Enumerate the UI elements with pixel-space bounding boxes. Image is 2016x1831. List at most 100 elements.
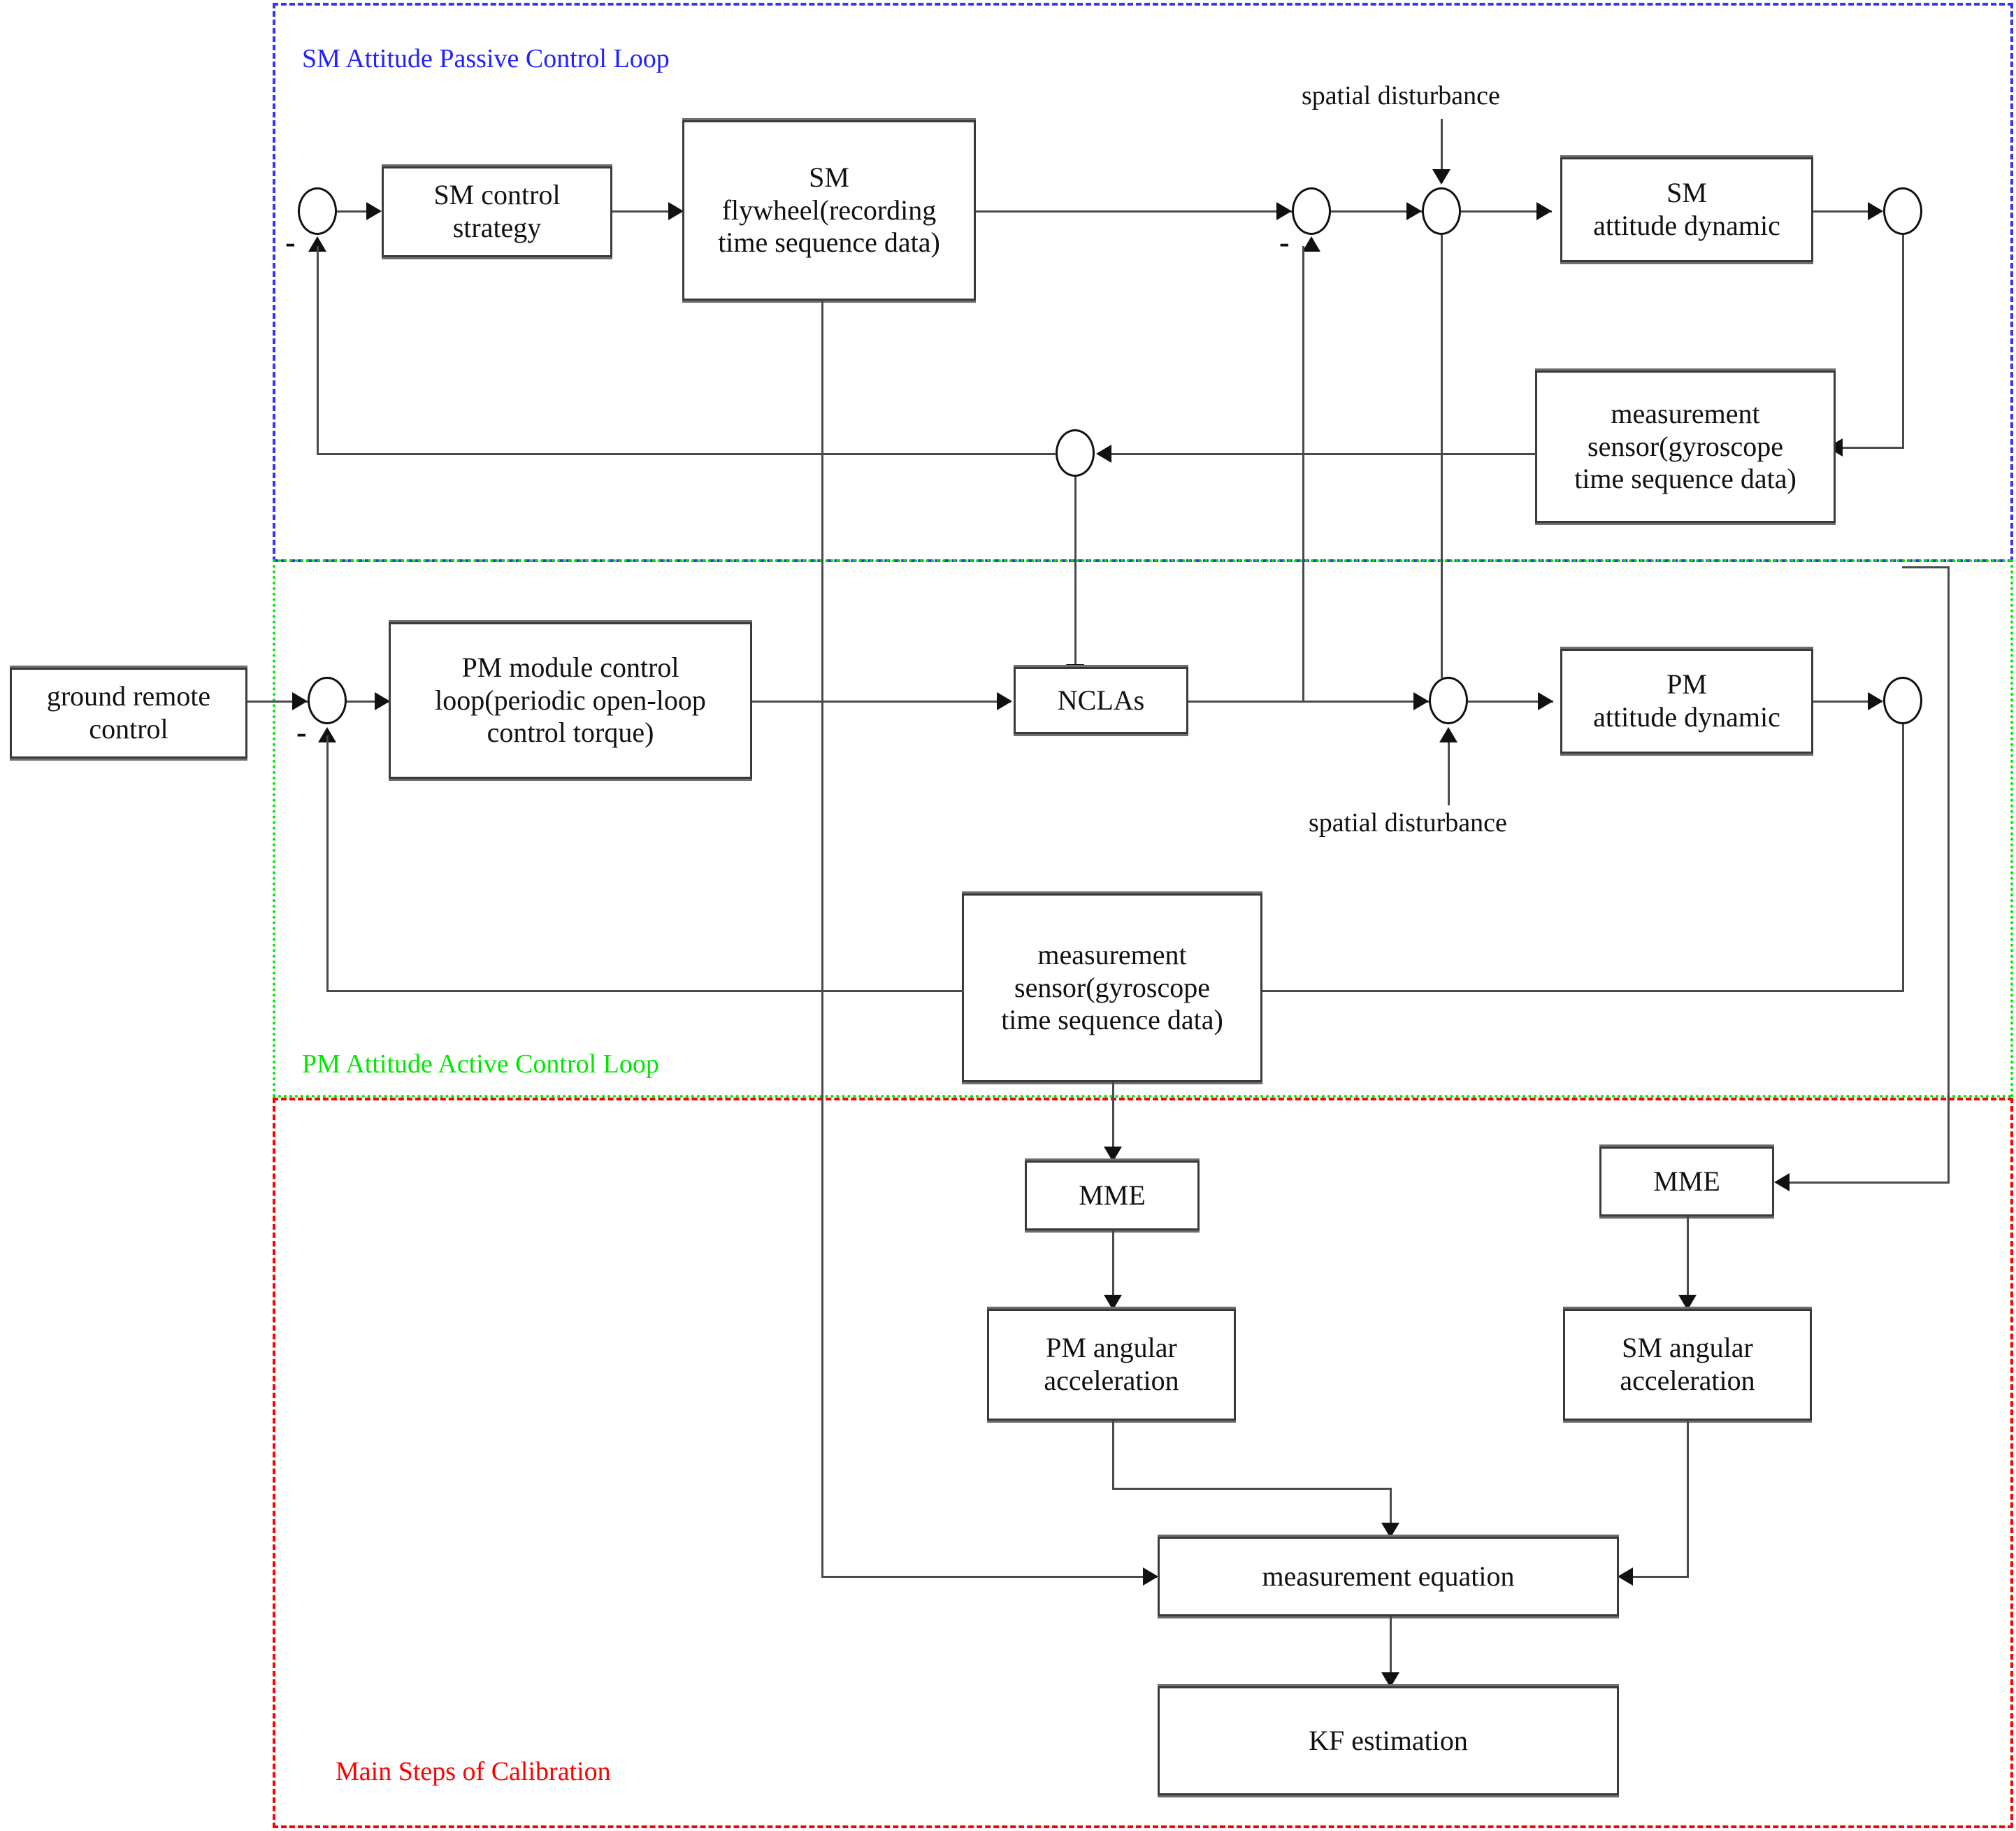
wire-sum4-down: [1902, 235, 1904, 447]
wire-feedbacksum-to-left: [317, 453, 1056, 455]
arrowhead-into-sum4: [1868, 202, 1883, 220]
wire-smflywheel-to-sum2: [976, 210, 1292, 213]
region-label-pm-loop: PM Attitude Active Control Loop: [302, 1049, 659, 1079]
arrowhead-into-mme-left: [1104, 1147, 1122, 1162]
region-label-calibration: Main Steps of Calibration: [336, 1757, 611, 1786]
region-pm-attitude-active-control-loop: [273, 559, 2013, 1098]
wire-smangular-down: [1687, 1421, 1689, 1576]
arrowhead-into-mme-right: [1774, 1173, 1790, 1191]
sign-minus-sm-input: -: [285, 225, 296, 259]
summing-junction-sm-input: [298, 187, 337, 235]
wire-pmsensor-to-left: [326, 990, 964, 992]
arrowhead-spatial-disturbance-bottom: [1439, 727, 1457, 742]
arrowhead-into-sum3: [1406, 202, 1422, 220]
arrowhead-into-pm-output-sum: [1868, 692, 1883, 710]
arrowhead-into-sm-angular-acceleration: [1678, 1295, 1697, 1310]
wire-pm-feedback-up: [326, 735, 329, 991]
arrowhead-into-sum2: [1276, 202, 1292, 220]
wire-mme-left-to-pm-angular: [1112, 1230, 1114, 1300]
wire-sm-right-rail-top: [1902, 566, 1950, 568]
wire-spatial-disturbance-top: [1441, 119, 1443, 172]
wire-disturbance-link-sm-pm: [1441, 235, 1443, 678]
arrowhead-into-pm-attitude-dynamic: [1538, 692, 1553, 710]
block-label-kf-estimation: KF estimation: [1309, 1724, 1468, 1756]
wire-pmangular-down2: [1390, 1488, 1392, 1528]
wire-smcontrol-to-smflywheel: [612, 210, 682, 213]
wire-nclas-tap-up-to-sum2: [1302, 246, 1304, 701]
arrowhead-into-sm-control-strategy: [366, 202, 382, 220]
wire-sum3-to-sm-attitude-dynamic: [1461, 210, 1552, 213]
wire-right-rail-into-mme: [1790, 1182, 1950, 1184]
wire-spatial-disturbance-bottom: [1448, 741, 1450, 805]
arrowhead-pm-feedback-into-sum: [318, 727, 336, 742]
wire-smangular-left: [1633, 1576, 1689, 1578]
wire-pmsensor-down-to-mme-left: [1112, 1082, 1114, 1152]
wire-pmsum-to-pmcontrol: [347, 701, 389, 703]
wire-pmangular-down: [1112, 1421, 1114, 1488]
arrowhead-smflywheel-into-measurement-eq: [1143, 1567, 1158, 1586]
wire-sumsm-to-smcontrol: [337, 210, 380, 213]
block-measurement-equation: measurement equation: [1158, 1537, 1619, 1616]
wire-sm-right-rail-down: [1947, 566, 1950, 1182]
wire-mme-right-to-sm-angular: [1687, 1216, 1689, 1302]
summing-junction-sm-output: [1883, 187, 1922, 235]
arrowhead-into-pm-input-sum: [292, 692, 308, 710]
summing-junction-pm-output: [1883, 677, 1922, 724]
wire-left-up-to-sm-input-sum: [317, 246, 319, 454]
summing-junction-pm-input: [308, 677, 347, 724]
wire-nclas-to-pm-disturbance-sum: [1188, 701, 1429, 703]
wire-pmangular-right: [1112, 1488, 1392, 1490]
wire-smdyn-to-sum4: [1813, 210, 1882, 213]
arrowhead-into-pm-disturbance-sum: [1413, 692, 1429, 710]
wire-pmdyn-to-pm-output-sum: [1813, 701, 1882, 703]
wire-sum2-to-sum3: [1331, 210, 1422, 213]
arrowhead-into-pm-angular-acceleration: [1104, 1295, 1122, 1310]
wire-pm-output-left-to-sensor: [1258, 990, 1904, 992]
summing-junction-pm-disturbance: [1429, 677, 1468, 724]
wire-pmsum-to-pm-attitude-dynamic: [1468, 701, 1553, 703]
sign-minus-sm-feedback: -: [1279, 225, 1290, 259]
block-label-measurement-equation: measurement equation: [1262, 1560, 1515, 1592]
wire-ground-to-pm-sum: [247, 701, 308, 703]
arrowhead-into-sm-feedback-sum: [1096, 445, 1111, 463]
block-label-nclas: NCLAs: [1057, 684, 1145, 716]
arrowhead-into-pm-module-control: [375, 692, 390, 710]
block-nclas: NCLAs: [1014, 667, 1188, 734]
arrowhead-smangular-into-measurement-eq: [1618, 1567, 1633, 1586]
wire-sum4-left-to-sensor: [1843, 447, 1904, 449]
arrowhead-into-sm-flywheel: [668, 202, 684, 220]
arrowhead-into-sm-attitude-dynamic: [1536, 202, 1552, 220]
block-mme-left: MME: [1025, 1161, 1200, 1230]
block-label-mme-right: MME: [1653, 1165, 1720, 1197]
arrowhead-into-kf-estimation: [1381, 1672, 1399, 1688]
wire-smflywheel-right-to-measurement-eq: [821, 1576, 1157, 1578]
region-main-steps-of-calibration: [273, 1098, 2013, 1828]
wire-feedbacksum-down-to-nclas: [1074, 477, 1077, 667]
block-mme-right: MME: [1599, 1147, 1774, 1216]
label-spatial-disturbance-bottom: spatial disturbance: [1309, 808, 1507, 838]
block-kf-estimation: KF estimation: [1158, 1686, 1619, 1795]
wire-pmcontrol-to-nclas: [752, 701, 1011, 703]
wire-pm-output-down: [1902, 724, 1904, 990]
arrowhead-spatial-disturbance-top: [1432, 169, 1450, 185]
summing-junction-sm-disturbance: [1422, 187, 1461, 235]
label-spatial-disturbance-top: spatial disturbance: [1302, 81, 1500, 110]
sign-minus-pm-input: -: [296, 715, 307, 749]
